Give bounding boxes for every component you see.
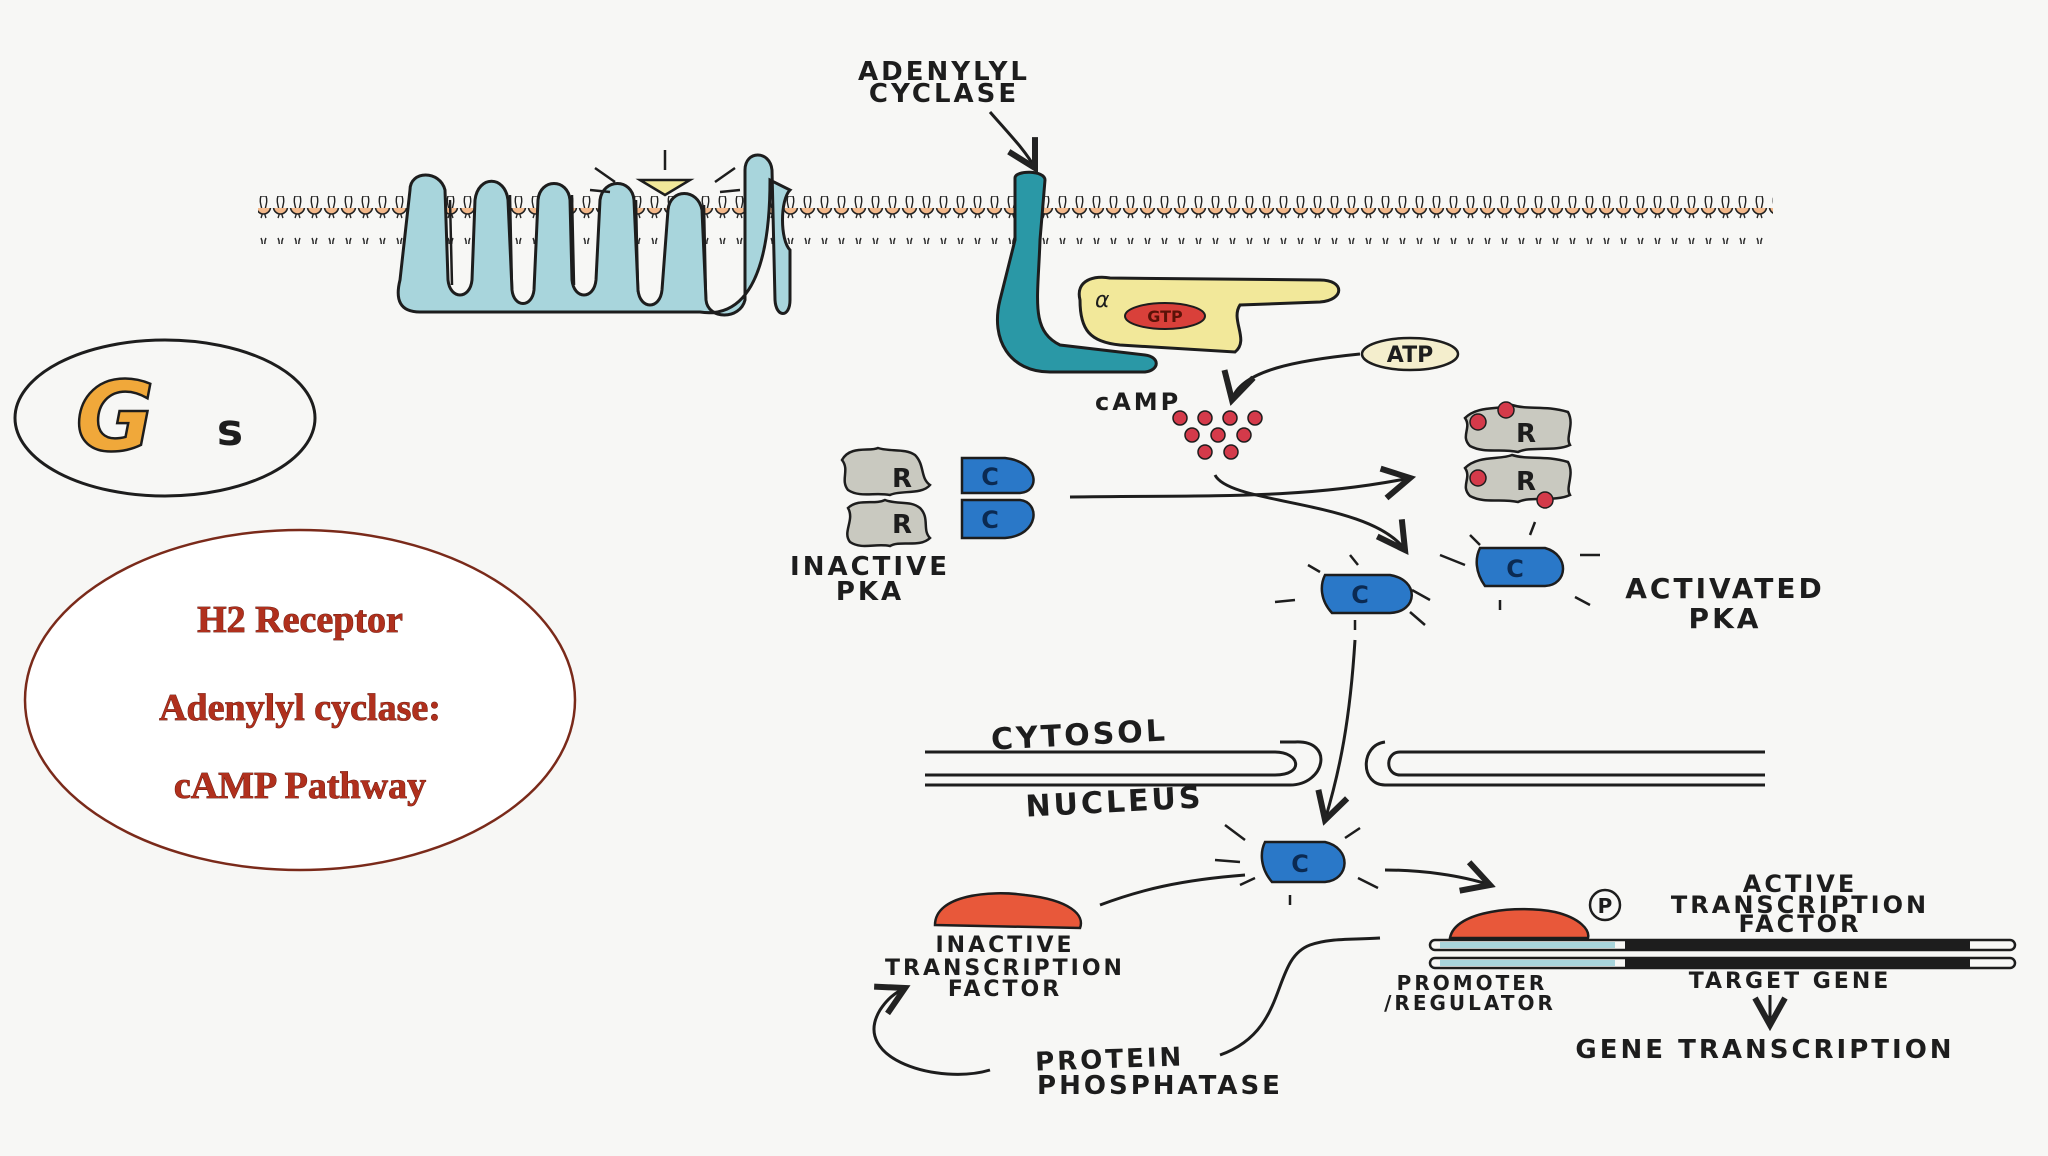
- adenylyl-cyclase: [995, 170, 1158, 374]
- activated-pka-line1: ACTIVATED: [1625, 572, 1824, 605]
- active-r-top-label: R: [1516, 419, 1536, 449]
- inactive-pka: R R C C: [840, 446, 1035, 548]
- g-alpha-subunit: α GTP: [1077, 275, 1341, 354]
- activated-pka-line2: PKA: [1689, 602, 1762, 635]
- adenylyl-label-line2: CYCLASE: [869, 79, 1019, 109]
- gs-s-letter: s: [217, 405, 243, 456]
- gs-g-letter: G: [76, 361, 155, 473]
- inactive-r-bottom-label: R: [892, 510, 912, 540]
- active-tf-line1: ACTIVE: [1743, 870, 1857, 898]
- active-tf-line3: FACTOR: [1738, 910, 1861, 938]
- inactive-c-top-label: C: [981, 463, 999, 491]
- inactive-tf-line3: FACTOR: [948, 977, 1062, 1002]
- inactive-r-top-label: R: [892, 464, 912, 494]
- atp-to-camp-arrow: [1232, 352, 1361, 400]
- nuclear-envelope: [925, 740, 1765, 787]
- c-to-inactive-tf-line: [1099, 873, 1246, 907]
- pka-to-regulatory-arrow: [1069, 478, 1410, 497]
- activated-catalytic-subunits: C C: [1274, 521, 1600, 630]
- camp-to-catalytic-arrow: [1213, 474, 1405, 550]
- title-line2: Adenylyl cyclase:: [159, 687, 441, 729]
- inactive-transcription-factor: [933, 892, 1083, 930]
- inactive-pka-line2: PKA: [836, 577, 904, 607]
- promoter-line2: /REGULATOR: [1384, 991, 1556, 1015]
- alpha-label: α: [1095, 288, 1110, 313]
- phosphatase-line1: PROTEIN: [1035, 1042, 1185, 1077]
- nuclear-catalytic-subunit: C: [1214, 824, 1379, 905]
- regulatory-subunits-bound: R R: [1463, 401, 1572, 509]
- title-ellipse: H2 Receptor Adenylyl cyclase: cAMP Pathw…: [23, 528, 577, 872]
- promoter-line1: PROMOTER: [1397, 971, 1548, 995]
- active-r-bottom-label: R: [1516, 467, 1536, 497]
- h2-receptor: [396, 150, 793, 317]
- active-c-right-label: C: [1506, 555, 1524, 583]
- phosphatase-line2: PHOSPHATASE: [1037, 1071, 1283, 1101]
- inactive-pka-line1: INACTIVE: [790, 552, 950, 582]
- title-line1: H2 Receptor: [197, 599, 403, 641]
- title-line3: cAMP Pathway: [174, 765, 426, 807]
- gs-badge: G s: [13, 338, 317, 498]
- camp-molecules: [1172, 410, 1263, 460]
- active-transcription-factor: P: [1448, 888, 1622, 940]
- active-c-left-label: C: [1351, 581, 1369, 609]
- inactive-c-bottom-label: C: [981, 506, 999, 534]
- active-tf-line2: TRANSCRIPTION: [1671, 891, 1929, 919]
- adenylyl-label-line1: ADENYLYL: [858, 57, 1030, 87]
- phosphate-label: P: [1598, 894, 1613, 918]
- dna-strands: [1428, 938, 2017, 970]
- target-gene-label: TARGET GENE: [1689, 969, 1892, 994]
- c-to-active-tf-arrow: [1384, 870, 1490, 885]
- nuclear-c-label: C: [1291, 850, 1309, 878]
- gene-transcription-label: GENE TRANSCRIPTION: [1575, 1035, 1954, 1065]
- camp-label: cAMP: [1095, 388, 1181, 416]
- gtp-label: GTP: [1147, 307, 1183, 326]
- cyclase-pointer-arrow: [988, 111, 1035, 168]
- atp-label: ATP: [1387, 343, 1433, 368]
- inactive-tf-line2: TRANSCRIPTION: [885, 956, 1125, 981]
- atp-bubble: ATP: [1360, 336, 1460, 372]
- phosphatase-link-line: [1219, 936, 1381, 1057]
- nucleus-label: NUCLEUS: [1025, 780, 1205, 824]
- inactive-tf-line1: INACTIVE: [935, 933, 1074, 958]
- phosphatase-return-arrow: [872, 988, 991, 1076]
- pka-to-nucleus-arrow: [1325, 639, 1357, 820]
